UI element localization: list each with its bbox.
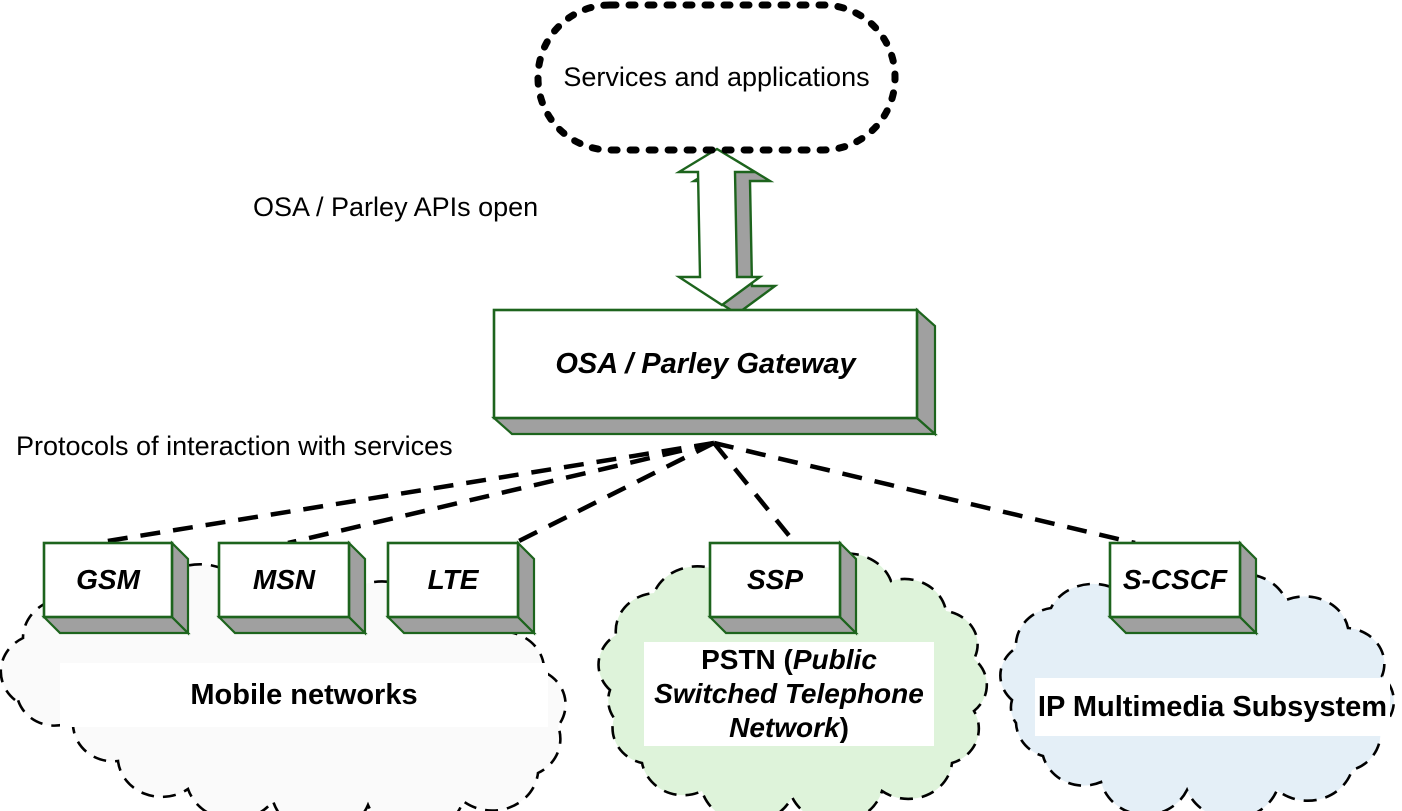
scscf-label: S-CSCF bbox=[1122, 564, 1228, 595]
ssp-label: SSP bbox=[746, 564, 804, 595]
gateway-label: OSA / Parley Gateway bbox=[555, 347, 856, 380]
msn-label: MSN bbox=[252, 564, 316, 595]
scscf-box-bottom bbox=[1107, 615, 1259, 635]
pstn-label: PSTN (Public Switched Telephone Network) bbox=[654, 644, 924, 743]
connection-gateway-gsm bbox=[94, 440, 715, 546]
services-stadium-outline bbox=[534, 1, 899, 154]
ssp-box-bottom bbox=[707, 615, 859, 635]
lte-box-bottom bbox=[385, 615, 537, 635]
protocols-label: Protocols of interaction with services bbox=[16, 431, 453, 461]
double-arrow-icon bbox=[674, 147, 764, 307]
msn-box-bottom bbox=[216, 615, 368, 635]
msn-box-face bbox=[217, 541, 351, 619]
osa-apis-label: OSA / Parley APIs open bbox=[253, 192, 539, 222]
scscf-box-right bbox=[1238, 540, 1258, 636]
gsm-box-right bbox=[170, 540, 190, 636]
ims-band: IP Multimedia Subsystem bbox=[1035, 678, 1390, 736]
lte-box-right bbox=[516, 540, 536, 636]
connection-gateway-ssp bbox=[712, 441, 797, 545]
gateway-box-face bbox=[492, 308, 919, 420]
services-label: Services and applications bbox=[563, 62, 870, 92]
ssp-box-right bbox=[838, 540, 858, 636]
mobile-networks-band: Mobile networks bbox=[60, 663, 548, 727]
ssp-box-face bbox=[708, 541, 842, 619]
gsm-box-face bbox=[42, 541, 174, 619]
scscf-box-face bbox=[1108, 541, 1242, 619]
lte-box-face bbox=[386, 541, 520, 619]
lte-label: LTE bbox=[427, 564, 479, 595]
ims-label: IP Multimedia Subsystem bbox=[1037, 690, 1388, 723]
gsm-label: GSM bbox=[76, 564, 140, 595]
gateway-box-bottom bbox=[491, 416, 938, 436]
mobile-networks-label: Mobile networks bbox=[190, 678, 418, 711]
connection-gateway-msn bbox=[287, 440, 715, 546]
pstn-band: PSTN (Public Switched Telephone Network) bbox=[644, 642, 934, 746]
connection-gateway-lte bbox=[513, 440, 716, 546]
gateway-box-right bbox=[915, 307, 937, 437]
connection-gateway-scscf bbox=[713, 440, 1136, 546]
msn-box-right bbox=[347, 540, 367, 636]
gsm-box-bottom bbox=[41, 615, 191, 635]
